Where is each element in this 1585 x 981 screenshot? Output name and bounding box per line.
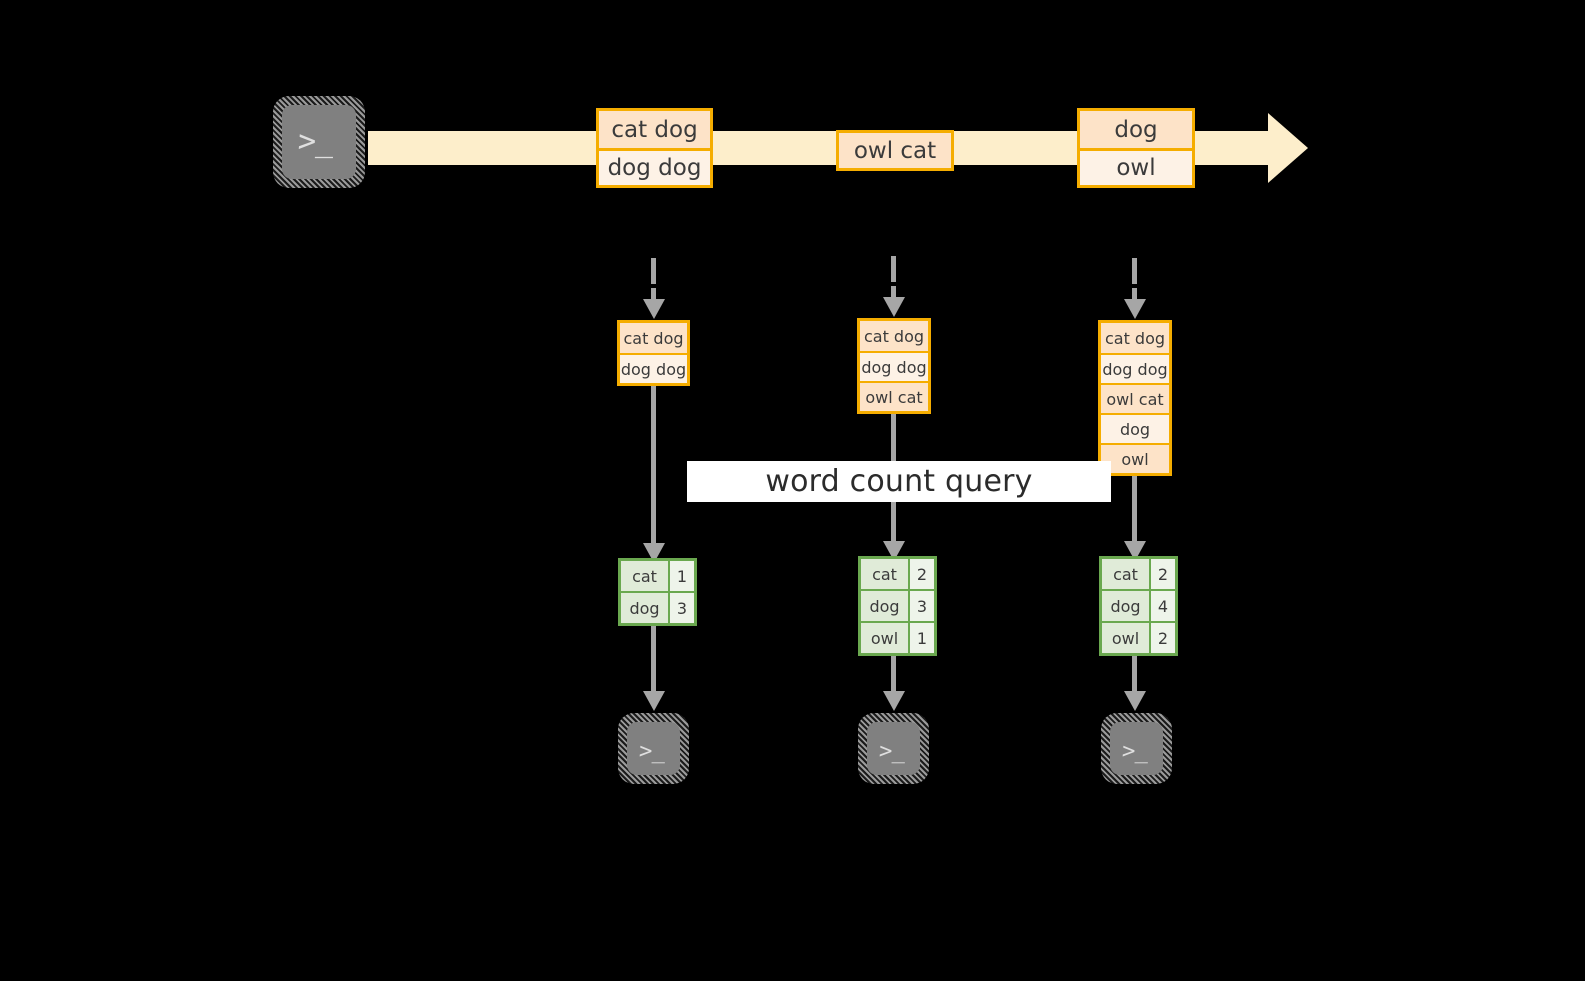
table-to-result-line-3 <box>1132 475 1137 548</box>
terminal-prompt-icon: >_ <box>1121 739 1150 764</box>
result-word: owl <box>861 623 908 653</box>
query-label-band: word count query <box>687 461 1111 502</box>
stream-to-table-arrowhead-3 <box>1124 299 1146 319</box>
result-to-sink-arrowhead-3 <box>1124 691 1146 711</box>
batch-row: cat dog <box>599 111 710 148</box>
table-row: cat 2 <box>861 559 934 589</box>
stream-to-table-arrowhead-2 <box>883 297 905 317</box>
result-to-sink-line-2 <box>891 652 896 698</box>
table-row: dog 3 <box>621 591 694 623</box>
stream-to-table-line-1b <box>651 288 656 302</box>
stream-to-table-arrowhead-1 <box>643 299 665 319</box>
result-to-sink-line-3 <box>1132 652 1137 698</box>
result-count: 2 <box>1149 623 1175 653</box>
accumulated-table-1: cat dog dog dog <box>617 320 690 386</box>
batch-box-2: owl cat <box>836 130 954 171</box>
accumulated-table-3: cat dog dog dog owl cat dog owl <box>1098 320 1172 476</box>
terminal-body <box>867 722 920 775</box>
table-row: dog 3 <box>861 589 934 621</box>
result-count: 3 <box>908 591 934 621</box>
accumulated-table-2: cat dog dog dog owl cat <box>857 318 931 414</box>
accumulated-row: cat dog <box>860 321 928 351</box>
accumulated-row: owl <box>1101 443 1169 473</box>
stream-to-table-line-1 <box>651 258 656 284</box>
table-row: owl 1 <box>861 621 934 653</box>
result-word: cat <box>1102 559 1149 589</box>
table-row: dog 4 <box>1102 589 1175 621</box>
stream-to-table-line-3b <box>1132 288 1137 302</box>
result-word: dog <box>1102 591 1149 621</box>
result-count: 3 <box>668 593 694 623</box>
result-to-sink-arrowhead-1 <box>643 691 665 711</box>
result-to-sink-arrowhead-2 <box>883 691 905 711</box>
terminal-prompt-icon: >_ <box>878 739 907 764</box>
terminal-body <box>1110 722 1163 775</box>
batch-row: dog <box>1080 111 1192 148</box>
result-table-2: cat 2 dog 3 owl 1 <box>858 556 937 656</box>
stream-to-table-line-2b <box>891 286 896 300</box>
result-table-3: cat 2 dog 4 owl 2 <box>1099 556 1178 656</box>
batch-row: owl cat <box>839 133 951 168</box>
terminal-prompt-icon: >_ <box>638 739 667 764</box>
result-word: cat <box>621 561 668 591</box>
result-count: 1 <box>908 623 934 653</box>
result-word: cat <box>861 559 908 589</box>
source-terminal[interactable]: >_ <box>273 96 365 188</box>
result-word: owl <box>1102 623 1149 653</box>
accumulated-row: dog <box>1101 413 1169 443</box>
accumulated-row: owl cat <box>860 381 928 411</box>
result-table-1: cat 1 dog 3 <box>618 558 697 626</box>
sink-terminal-1[interactable]: >_ <box>618 713 689 784</box>
result-to-sink-line-1 <box>651 622 656 698</box>
accumulated-row: cat dog <box>620 323 687 353</box>
table-row: cat 1 <box>621 561 694 591</box>
batch-row: dog dog <box>599 148 710 185</box>
result-count: 2 <box>1149 559 1175 589</box>
accumulated-row: dog dog <box>620 353 687 383</box>
sink-terminal-2[interactable]: >_ <box>858 713 929 784</box>
sink-terminal-3[interactable]: >_ <box>1101 713 1172 784</box>
accumulated-row: cat dog <box>1101 323 1169 353</box>
result-count: 4 <box>1149 591 1175 621</box>
batch-row: owl <box>1080 148 1192 185</box>
accumulated-row: dog dog <box>1101 353 1169 383</box>
query-label: word count query <box>765 464 1033 499</box>
batch-box-3: dog owl <box>1077 108 1195 188</box>
terminal-prompt-icon: >_ <box>296 124 336 159</box>
result-word: dog <box>621 593 668 623</box>
accumulated-row: dog dog <box>860 351 928 381</box>
result-word: dog <box>861 591 908 621</box>
stream-to-table-line-3 <box>1132 258 1137 284</box>
accumulated-row: owl cat <box>1101 383 1169 413</box>
table-row: cat 2 <box>1102 559 1175 589</box>
terminal-body <box>627 722 680 775</box>
table-row: owl 2 <box>1102 621 1175 653</box>
batch-box-1: cat dog dog dog <box>596 108 713 188</box>
table-to-result-line-1 <box>651 382 656 550</box>
stream-to-table-line-2 <box>891 256 896 282</box>
terminal-body <box>282 105 356 179</box>
result-count: 1 <box>668 561 694 591</box>
stream-arrow-head <box>1268 113 1308 183</box>
result-count: 2 <box>908 559 934 589</box>
